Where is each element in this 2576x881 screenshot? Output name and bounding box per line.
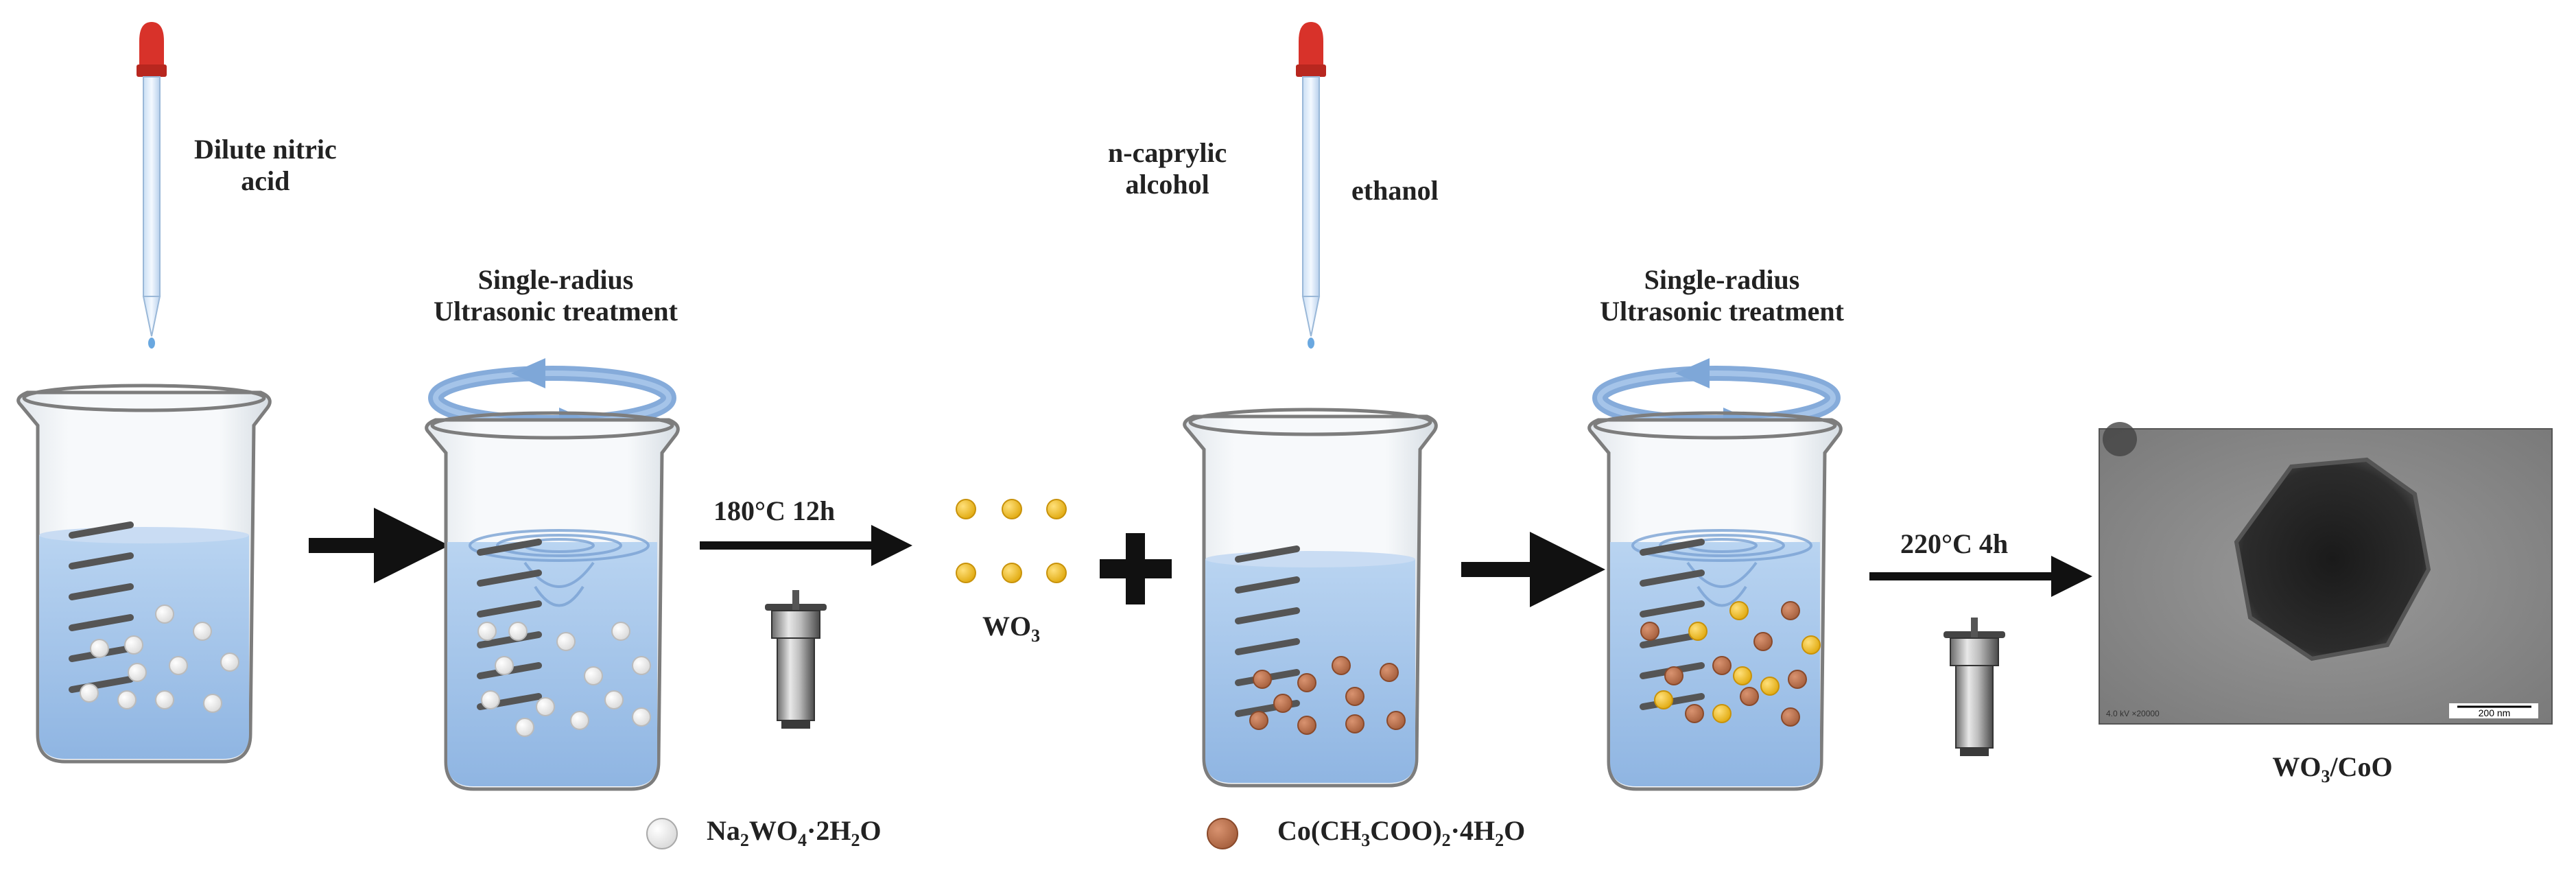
dropper-icon-1 [136, 21, 167, 349]
tem-corner-info: 4.0 kV ×20000 [2106, 709, 2160, 718]
beaker-1 [19, 386, 270, 762]
step1-condition: 180°C 12h [713, 495, 836, 526]
tem-image: 200 nm 4.0 kV ×20000 [2099, 422, 2553, 725]
product-label: WO3/CoO [2272, 751, 2393, 786]
step2-title: Single-radius Ultrasonic treatment [1600, 264, 1844, 327]
plus-icon [1100, 533, 1172, 604]
beaker-3 [1185, 410, 1437, 786]
dilute-acid-label: Dilute nitric acid [194, 134, 337, 196]
caprylic-alcohol-label: n-caprylic alcohol [1108, 137, 1227, 200]
legend-reagent-2: Co(CH3COO)2·4H2O [1277, 815, 1526, 850]
legend-cobalt-particle [1207, 818, 1238, 849]
ethanol-label: ethanol [1351, 175, 1439, 206]
step2-condition: 220°C 4h [1900, 528, 2009, 559]
beaker-2 [427, 413, 678, 789]
wo3-label: WO3 [982, 611, 1041, 646]
beaker-4 [1590, 413, 1841, 789]
dropper-icon-2 [1295, 21, 1327, 349]
step1-title: Single-radius Ultrasonic treatment [434, 264, 678, 327]
autoclave-icon-1 [764, 589, 827, 729]
legend-reagent-1: Na2WO4·2H2O [707, 815, 882, 850]
tem-scale-bar: 200 nm [2479, 707, 2511, 718]
autoclave-icon-2 [1943, 617, 2006, 757]
wo3-particles [956, 499, 1067, 583]
legend-white-particle [646, 818, 678, 849]
